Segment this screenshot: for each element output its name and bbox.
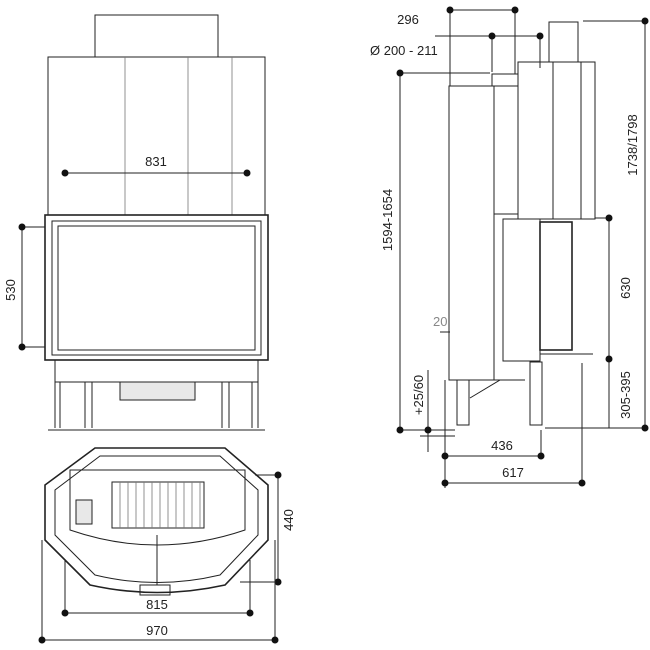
- side-small-offset-dimension: 20: [433, 314, 447, 329]
- front-glass: [57, 225, 256, 351]
- top-depth-dimension: 440: [281, 509, 296, 531]
- side-flue-collar: [548, 21, 579, 63]
- top-grate: [111, 481, 205, 529]
- front-height-dimension: 530: [3, 279, 18, 301]
- side-leg-span-dimension: 436: [491, 438, 513, 453]
- side-offset-dimension: 296: [397, 12, 419, 27]
- front-frame: [44, 214, 269, 361]
- side-opening-height-dimension: 630: [618, 277, 633, 299]
- front-flue-collar: [94, 14, 219, 58]
- front-base: [54, 359, 259, 383]
- front-width-dimension: 831: [145, 154, 167, 169]
- top-inner-width-dimension: 815: [146, 597, 168, 612]
- side-depth-dimension: 617: [502, 465, 524, 480]
- side-height-range-dimension: 1594-1654: [380, 189, 395, 251]
- front-hood: [47, 56, 266, 216]
- top-outline: [44, 447, 269, 594]
- side-total-height-dimension: 1738/1798: [625, 114, 640, 175]
- side-body: [448, 85, 495, 381]
- side-flue-diameter-dimension: Ø 200 - 211: [370, 43, 438, 58]
- side-upper-box: [517, 61, 596, 220]
- top-view: 440 815 970: [38, 447, 296, 644]
- side-view: 296 Ø 200 - 211 1594-1654 1738/1798 630 …: [370, 6, 649, 488]
- side-glass: [539, 221, 573, 351]
- front-view: 831 530: [3, 14, 269, 431]
- side-leg-adjust-dimension: +25/60: [411, 375, 426, 415]
- side-floor-height-dimension: 305-395: [618, 371, 633, 419]
- top-outer-width-dimension: 970: [146, 623, 168, 638]
